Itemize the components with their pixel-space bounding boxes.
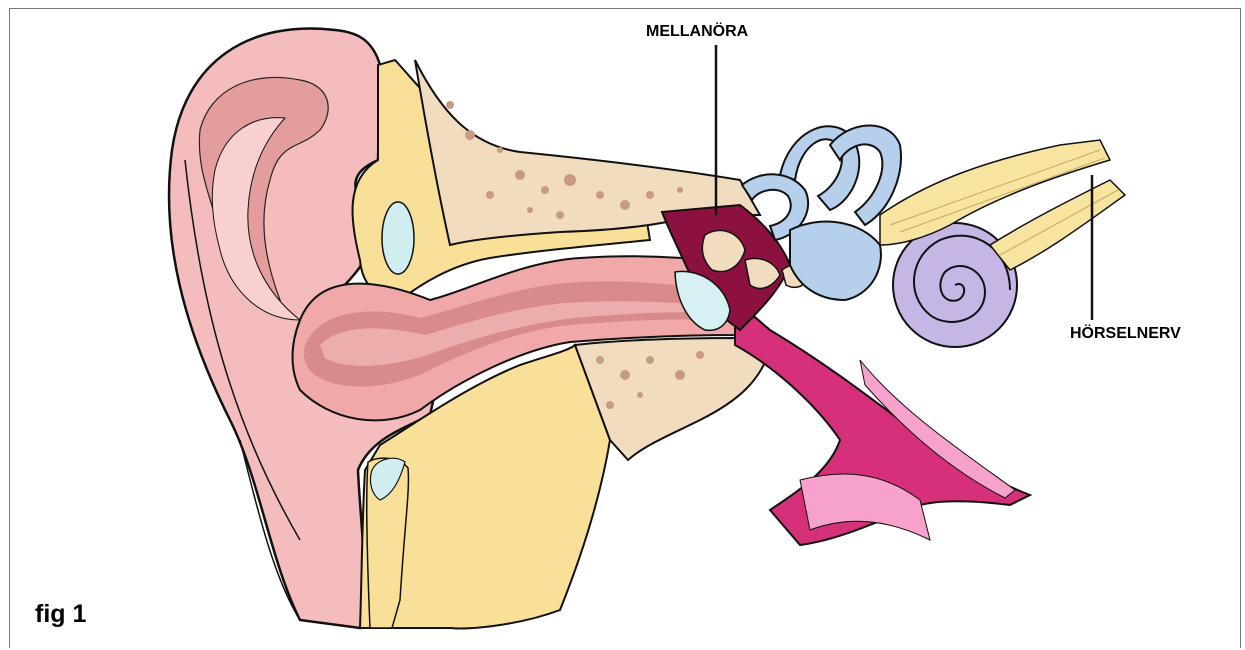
auditory-nerve-label: HÖRSELNERV	[1070, 325, 1181, 343]
figure-caption: fig 1	[35, 600, 86, 629]
middle-ear-label: MELLANÖRA	[646, 23, 748, 41]
upper-cartilage-gap	[382, 202, 414, 274]
vestibule	[790, 222, 881, 300]
